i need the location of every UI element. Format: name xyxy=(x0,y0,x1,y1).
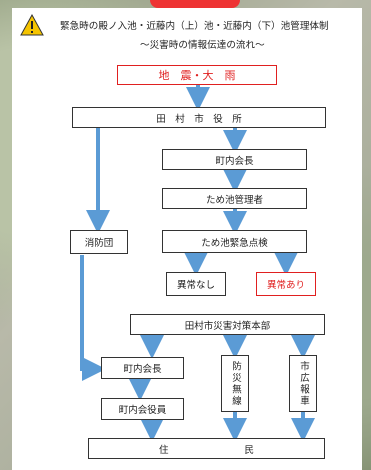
node-earthquake: 地 震・大 雨 xyxy=(117,65,277,85)
page-subtitle: ～災害時の情報伝達の流れ～ xyxy=(140,40,265,51)
node-anomaly: 異常あり xyxy=(256,272,316,296)
node-town-head-2: 町内会長 xyxy=(101,357,184,379)
node-no-anomaly: 異常なし xyxy=(166,272,226,296)
node-town-officers: 町内会役員 xyxy=(101,398,184,420)
node-city-pr-vehicle: 市広報車 xyxy=(289,355,317,412)
red-banner-edge xyxy=(150,0,240,8)
node-city-office: 田 村 市 役 所 xyxy=(72,107,326,128)
page-title: 緊急時の殿ノ入池・近藤内（上）池・近藤内（下）池管理体制 xyxy=(60,21,329,32)
warning-icon xyxy=(20,14,44,36)
node-disaster-hq: 田村市災害対策本部 xyxy=(130,314,325,335)
node-fire-brigade: 消防団 xyxy=(70,230,128,254)
node-residents: 住 民 xyxy=(88,438,325,459)
node-pond-manager: ため池管理者 xyxy=(162,188,307,209)
node-town-head-1: 町内会長 xyxy=(162,149,307,170)
node-disaster-radio: 防災無線 xyxy=(221,355,249,412)
node-pond-check: ため池緊急点検 xyxy=(162,230,307,253)
